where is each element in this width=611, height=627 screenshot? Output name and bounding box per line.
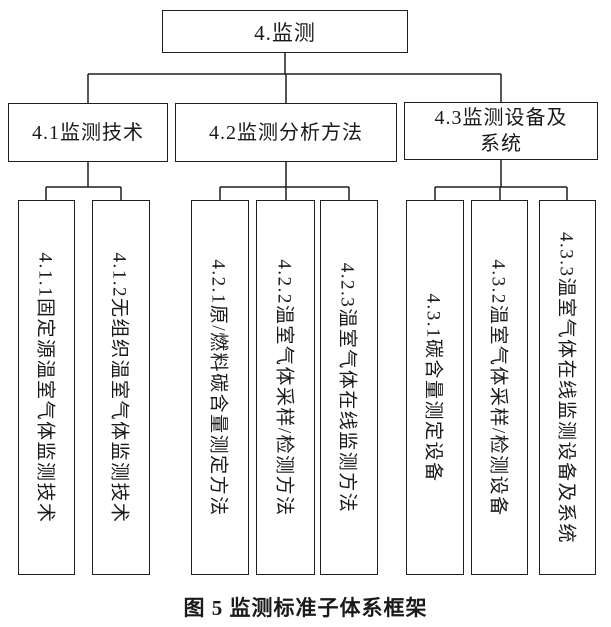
leaf-box-4-1-2: 4.1.2无组织温室气体监测技术 bbox=[92, 200, 150, 575]
leaf-box-4-2-1: 4.2.1原/燃料碳含量测定方法 bbox=[191, 200, 249, 575]
leaf-4-2-1-label: 4.2.1原/燃料碳含量测定方法 bbox=[207, 258, 229, 517]
branch-4-3-label-line1: 4.3监测设备及 bbox=[434, 107, 568, 129]
leaf-4-2-3-label: 4.2.3温室气体在线监测方法 bbox=[336, 262, 358, 513]
leaf-4-3-1-label: 4.3.1碳含量测定设备 bbox=[422, 292, 444, 483]
leaf-box-4-3-3: 4.3.3温室气体在线监测设备及系统 bbox=[539, 200, 596, 575]
branch-4-3-label-line2: 系统 bbox=[480, 133, 522, 155]
branch-4-1-label: 4.1监测技术 bbox=[32, 121, 144, 144]
leaf-box-4-3-1: 4.3.1碳含量测定设备 bbox=[406, 200, 464, 575]
leaf-4-1-1-label: 4.1.1固定源温室气体监测技术 bbox=[34, 251, 55, 524]
leaf-box-4-3-2: 4.3.2温室气体采样/检测设备 bbox=[471, 200, 528, 575]
branch-box-4-2-analysis-methods: 4.2监测分析方法 bbox=[175, 103, 397, 162]
branch-4-2-label: 4.2监测分析方法 bbox=[209, 121, 363, 144]
leaf-box-4-1-1: 4.1.1固定源温室气体监测技术 bbox=[18, 200, 75, 575]
root-box-label: 4.监测 bbox=[254, 20, 316, 45]
figure-caption: 图 5 监测标准子体系框架 bbox=[183, 596, 428, 620]
root-box-monitoring: 4.监测 bbox=[162, 10, 408, 53]
leaf-4-1-2-label: 4.1.2无组织温室气体监测技术 bbox=[108, 251, 130, 524]
leaf-4-3-2-label: 4.3.2温室气体采样/检测设备 bbox=[487, 258, 508, 517]
leaf-4-3-3-label: 4.3.3温室气体在线监测设备及系统 bbox=[555, 231, 576, 544]
branch-box-4-1-monitoring-technology: 4.1监测技术 bbox=[8, 103, 168, 162]
branch-box-4-3-equipment-systems: 4.3监测设备及 系统 bbox=[404, 102, 598, 160]
leaf-box-4-2-2: 4.2.2温室气体采样/检测方法 bbox=[256, 200, 315, 575]
leaf-box-4-2-3: 4.2.3温室气体在线监测方法 bbox=[320, 200, 378, 575]
leaf-4-2-2-label: 4.2.2温室气体采样/检测方法 bbox=[273, 258, 294, 517]
